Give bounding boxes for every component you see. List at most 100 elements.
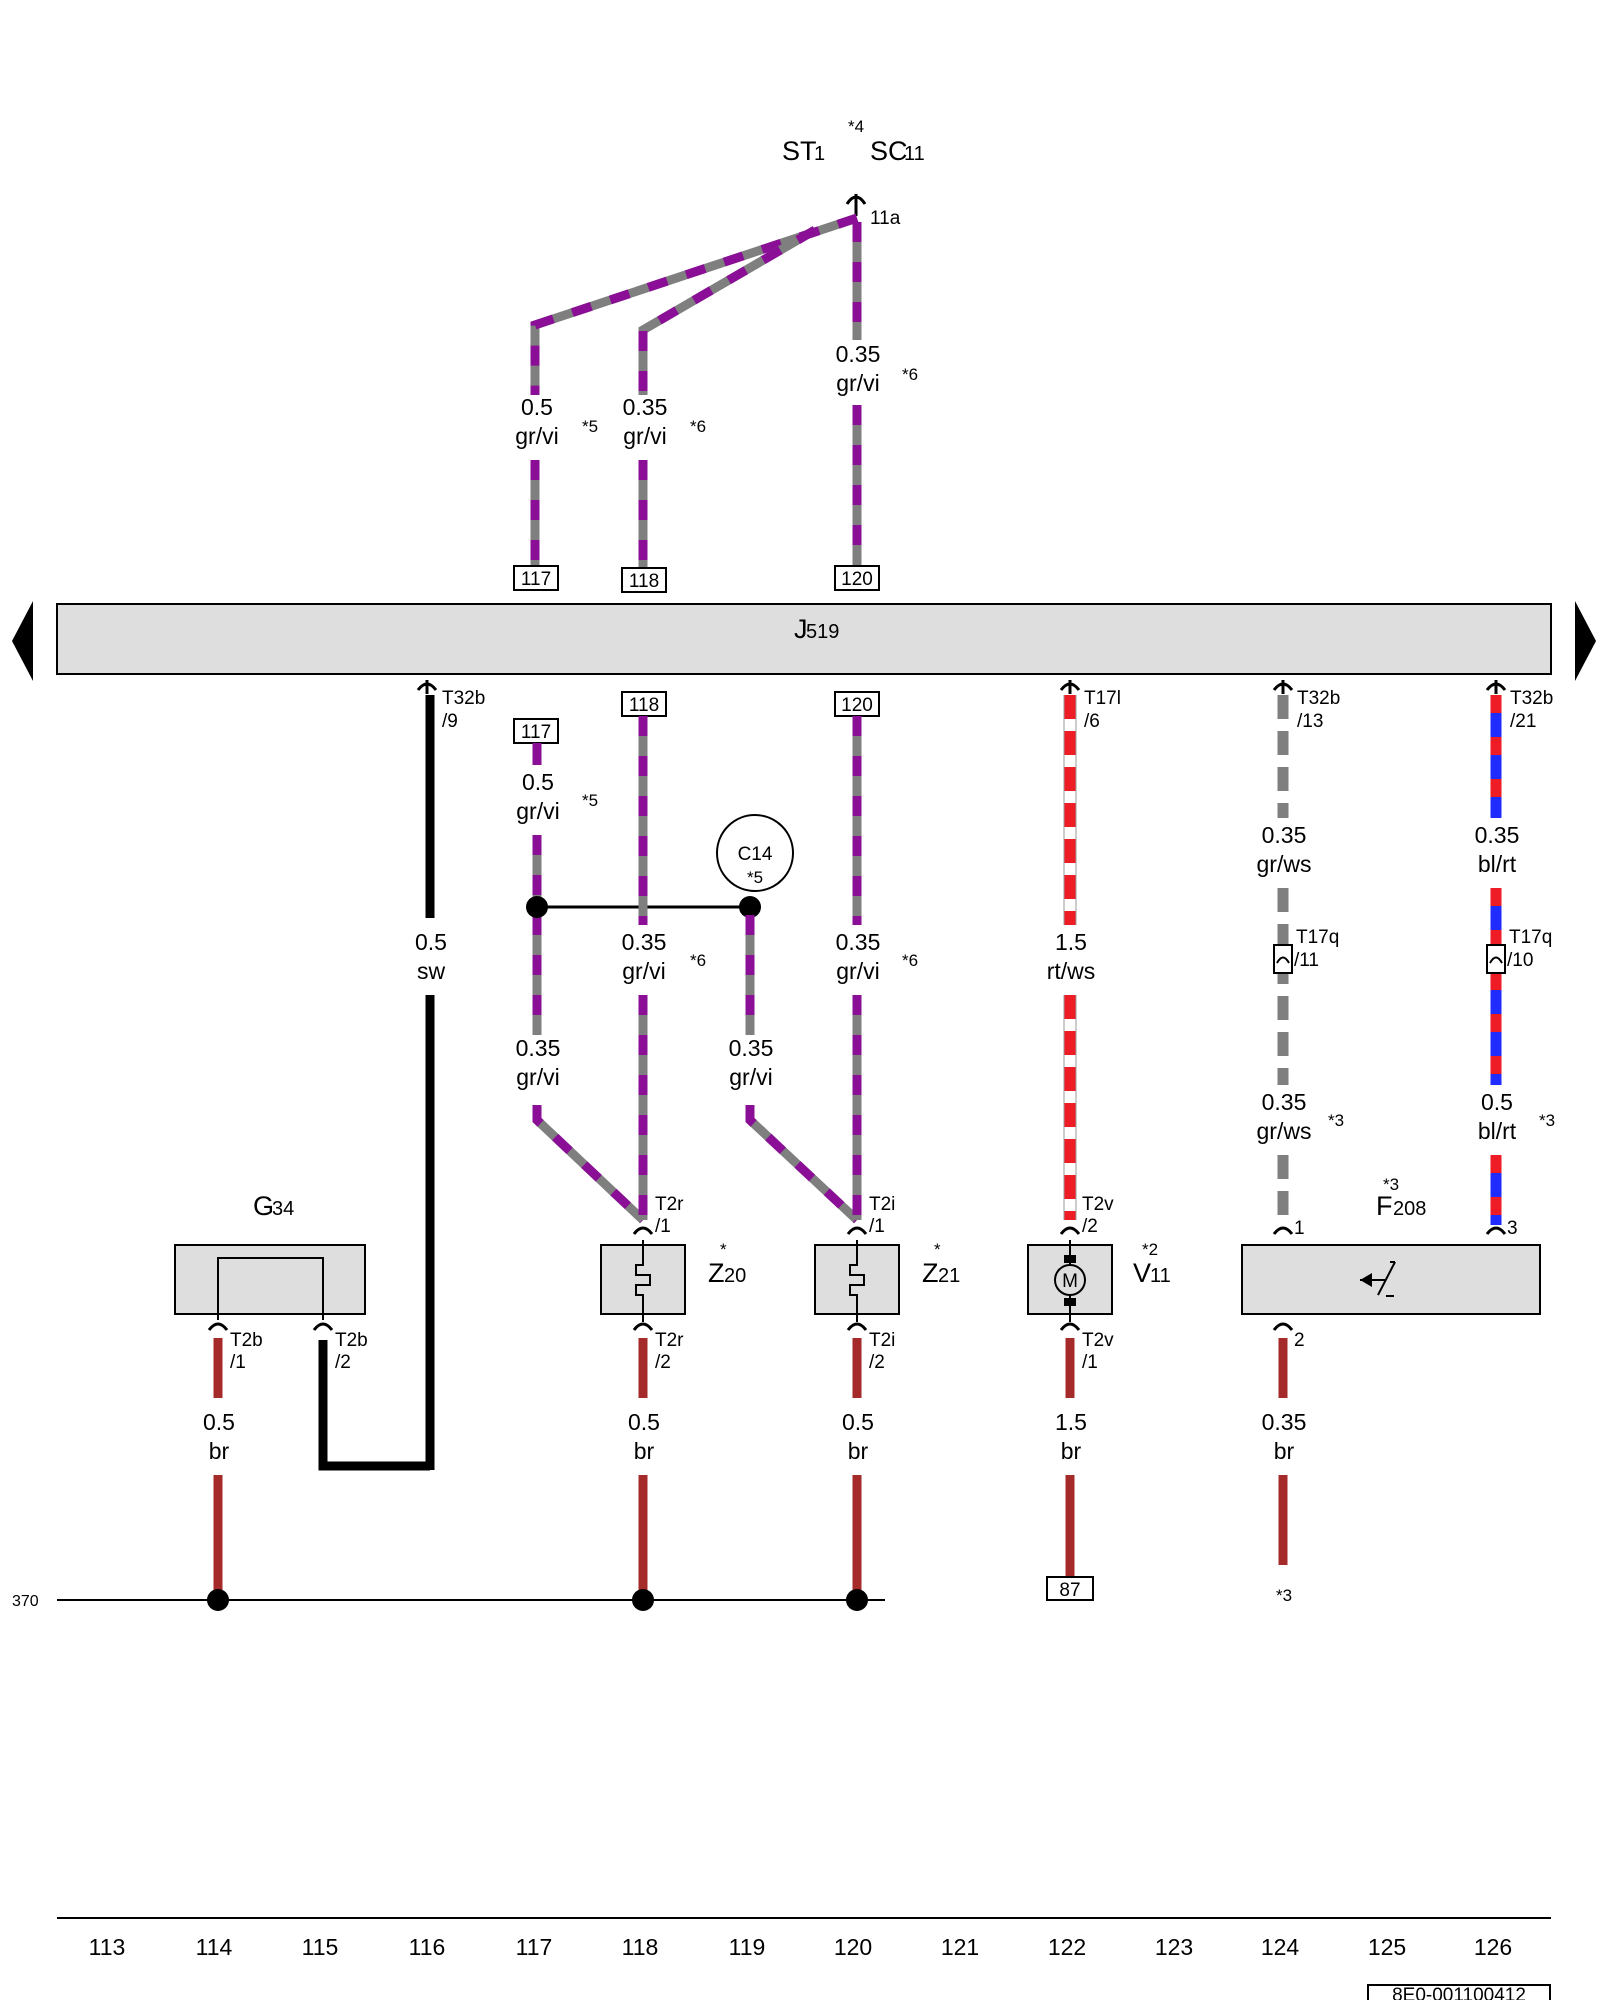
- sw-pin-connector: T32b: [442, 688, 485, 709]
- heater-element-icon: [635, 1240, 651, 1322]
- component-v11: T2v /2 M *2 V 11 T2v /1: [1027, 1194, 1171, 1373]
- terminal-118-top: 118: [629, 571, 659, 592]
- document-id-box: 8E0-001100412: [1367, 1984, 1551, 2000]
- w124a-pin-connector: T32b: [1297, 688, 1340, 709]
- wire-118-note: *6: [690, 417, 706, 436]
- z20-bottom-pin: /2: [655, 1352, 671, 1373]
- wire-117-upper-stripe: [530, 213, 859, 395]
- terminal-box-117-top: [513, 565, 559, 591]
- pin-cup-icon: [1059, 1322, 1081, 1331]
- wire-117-diag-stripe: [532, 1105, 647, 1224]
- w122-pin-number: /6: [1084, 711, 1100, 732]
- sw-pin-number: /9: [442, 711, 458, 732]
- split-right-size: 0.35: [729, 1035, 774, 1061]
- pin-cup-icon: [1272, 1322, 1294, 1331]
- component-z21: T2i /1 * Z 21 T2i /2: [814, 1194, 960, 1373]
- continuation-arrow-right-icon: [1575, 601, 1596, 681]
- z21-note: *: [934, 1240, 941, 1259]
- split-left-color: gr/vi: [516, 1064, 559, 1090]
- control-unit-name: J: [794, 614, 808, 644]
- sw-size: 0.5: [415, 929, 447, 955]
- g114-size: 0.5: [203, 1409, 235, 1435]
- w122-color: rt/ws: [1047, 958, 1096, 984]
- document-id-frame: [1367, 1984, 1551, 2000]
- f208-pin2: 2: [1294, 1330, 1305, 1351]
- v11-bottom-pin: /1: [1082, 1352, 1098, 1373]
- terminal-box-118-bottom: [621, 691, 667, 717]
- terminal-118-bottom: 118: [629, 695, 659, 716]
- z21-bottom-connector: T2i: [869, 1330, 895, 1351]
- wire-120-lower-group: 120 0.35 gr/vi *6: [834, 691, 918, 1220]
- z21-top-connector: T2i: [869, 1194, 895, 1215]
- connector-label-st: ST: [782, 136, 817, 166]
- control-unit-j519: J 519: [12, 601, 1596, 681]
- connector-label-sc: SC: [870, 136, 908, 166]
- w126a-pin-connector: T32b: [1510, 688, 1553, 709]
- upper-wires: 0.5 gr/vi *5 0.35 gr/vi *6 0.35 gr/vi *6…: [513, 213, 918, 593]
- column-ruler: 113 114 115 116 117 118 119 120 121 122 …: [57, 1917, 1551, 1960]
- z20-top-pin: /1: [655, 1216, 671, 1237]
- pin-cup-icon: [632, 1226, 654, 1235]
- g124-size: 0.35: [1262, 1409, 1307, 1435]
- w117-note: *5: [582, 791, 598, 810]
- junction-c14-circle: [716, 814, 794, 892]
- motor-icon: [1054, 1264, 1086, 1296]
- wire-120-color: gr/vi: [836, 370, 879, 396]
- pin-cup-icon: [846, 1226, 868, 1235]
- w118-color: gr/vi: [622, 958, 665, 984]
- g122-size: 1.5: [1055, 1409, 1087, 1435]
- f208-pin1: 1: [1294, 1218, 1305, 1239]
- w126a-color: bl/rt: [1478, 851, 1517, 877]
- wire-118-size: 0.35: [623, 394, 668, 420]
- pin-cup-icon: [1485, 1226, 1507, 1235]
- wire-126-group: T32b /21 0.35 bl/rt T17q /10 0.5 bl/rt *…: [1475, 680, 1555, 1225]
- w120-size: 0.35: [836, 929, 881, 955]
- w126b-color: bl/rt: [1478, 1118, 1517, 1144]
- ruler-tick: 124: [1261, 1934, 1300, 1960]
- g122-color: br: [1061, 1438, 1082, 1464]
- continuation-arrow-left-icon: [12, 601, 33, 681]
- connector-label-st-sub: 1: [814, 143, 825, 165]
- w117-color: gr/vi: [516, 798, 559, 824]
- g34-pin1-connector: T2b: [230, 1330, 263, 1351]
- v11-note: *2: [1142, 1240, 1158, 1259]
- switch-symbol-icon: [1360, 1261, 1396, 1297]
- f208-box: [1241, 1244, 1541, 1315]
- z20-note: *: [720, 1240, 727, 1259]
- wire-118-lower-group: 118 0.35 gr/vi *6: [621, 691, 706, 1220]
- inline-connector-t17q-11-icon: [1273, 944, 1293, 974]
- v11-name-sub: 11: [1150, 1265, 1171, 1287]
- ruler-tick: 114: [196, 1934, 233, 1960]
- motor-terminal-top: [1064, 1255, 1076, 1263]
- component-f208: *3 F 208 1 3 2: [1241, 1175, 1541, 1351]
- ruler-tick: 125: [1368, 1934, 1406, 1960]
- terminal-box-120-bottom: [834, 691, 880, 717]
- junction-c14-note: *5: [747, 868, 763, 887]
- w124a-pin-number: /13: [1297, 711, 1323, 732]
- junction-dot-left: [526, 896, 548, 918]
- wire-122-group: T17l /6 1.5 rt/ws: [1047, 680, 1121, 1220]
- wire-117-size: 0.5: [521, 394, 553, 420]
- f208-pin3: 3: [1507, 1218, 1518, 1239]
- wire-117-lower-group: 117 0.5 gr/vi *5 0.35 gr/vi: [513, 718, 647, 1224]
- w117-size: 0.5: [522, 769, 554, 795]
- z21-name: Z: [922, 1258, 939, 1288]
- ruler-tick: 116: [409, 1934, 446, 1960]
- wire-118-upper-stripe: [638, 226, 818, 395]
- z21-top-pin: /1: [869, 1216, 885, 1237]
- w118-note: *6: [690, 951, 706, 970]
- z21-name-sub: 21: [938, 1265, 960, 1287]
- split-left-size: 0.35: [516, 1035, 561, 1061]
- pin-cup-icon: [632, 1322, 654, 1331]
- terminal-117-top: 117: [521, 569, 551, 590]
- split-right-color: gr/vi: [729, 1064, 772, 1090]
- ground-dot-118: [632, 1589, 654, 1611]
- component-g34: G 34 T2b /1 T2b /2: [174, 1191, 368, 1373]
- junction-c14: C14 *5 0.35 gr/vi: [526, 814, 861, 1224]
- z21-bottom-pin: /2: [869, 1352, 885, 1373]
- f208-note: *3: [1383, 1175, 1399, 1194]
- g120-size: 0.5: [842, 1409, 874, 1435]
- ruler-tick: 121: [941, 1934, 979, 1960]
- terminal-box-117-bottom: [513, 718, 559, 744]
